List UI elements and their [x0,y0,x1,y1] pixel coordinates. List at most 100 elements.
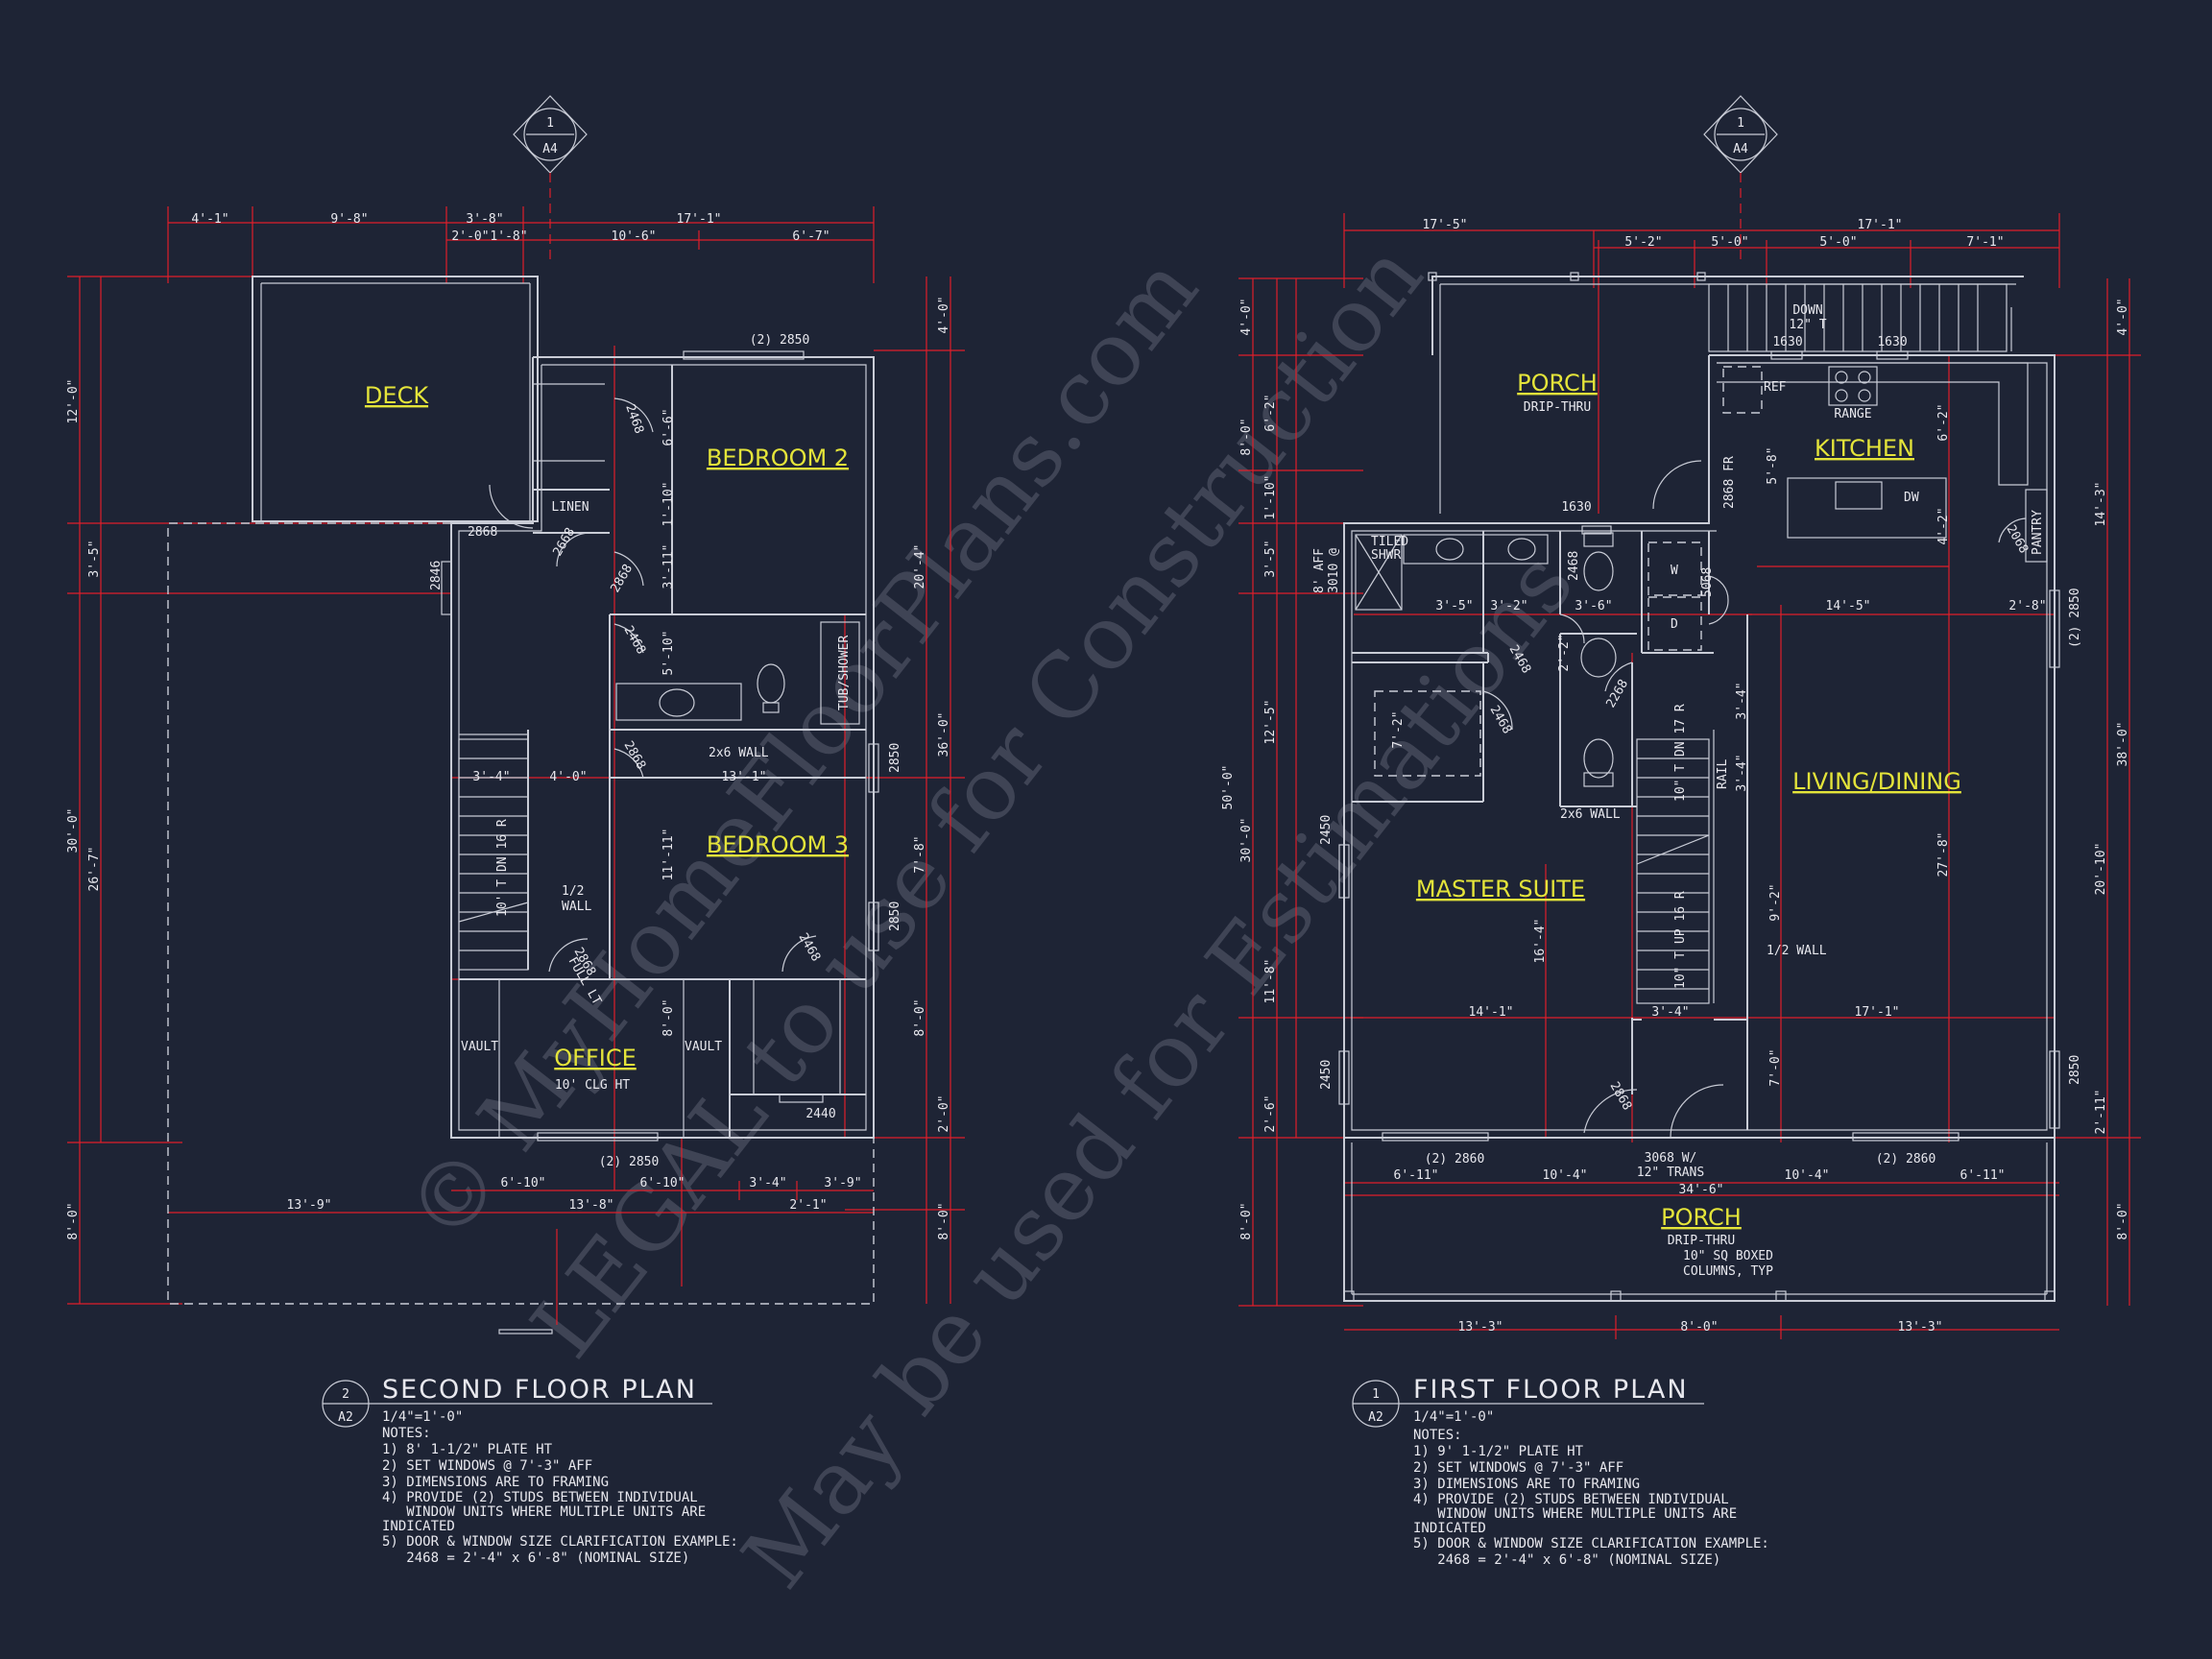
section-marker-sheet: A4 [1733,142,1748,156]
first-floor-plan: PORCH DRIP-THRU KITCHEN LIVING/DINING MA… [1221,213,2141,1568]
room-label-living-dining: LIVING/DINING [1792,768,1961,795]
note-line: WINDOW UNITS WHERE MULTIPLE UNITS ARE [1413,1506,1737,1522]
dim-text: 8'-0" [66,1202,81,1239]
dim-text: 26'-7" [87,847,102,892]
dim-text: 10'-4" [1785,1168,1830,1183]
dim-text: 8'-0" [661,998,676,1036]
note-line: 1) 8' 1-1/2" PLATE HT [382,1442,553,1457]
door-tag: 2868 FR [1722,456,1737,509]
dim-text: 16'-4" [1533,919,1548,964]
dim-text: 2'-11" [2094,1090,2108,1135]
dim-text: 2'-1" [789,1198,827,1213]
room-label-deck: DECK [365,382,429,409]
doors [1482,460,2027,1139]
drawing-number: 2 [342,1387,349,1402]
room-label-office: OFFICE [554,1045,637,1071]
dim-text: 6'-10" [640,1176,685,1190]
door-tag: 5068 [1700,567,1715,597]
dim-text: 2'-6" [1263,1094,1278,1132]
dim-text: 1'-10" [661,482,676,527]
room-label-bedroom-3: BEDROOM 3 [707,831,849,858]
tiled-shower-label: TILED [1371,535,1408,549]
dim-text: 6'-7" [792,229,830,244]
drawing-title: FIRST FLOOR PLAN [1413,1375,1689,1405]
drawing-sheet: A2 [1368,1410,1383,1425]
window-tag: 2846 [429,561,444,590]
exterior-walls [450,356,875,1139]
dim-text: 1'-10" [1263,475,1278,520]
washer-label: W [1671,564,1678,578]
dim-text: 30'-0" [1239,818,1254,863]
drawing-sheet: A2 [338,1410,353,1425]
section-marker-right: 1 A4 [1703,95,1778,259]
window-tag: (2) 2850 [750,333,810,348]
dimensions-right: 4'-0" 14'-3" 38'-0" 20'-10" 2'-11" 8'-0" [2094,298,2130,1239]
door-tag: 2468 [1567,551,1581,581]
dim-text: 10'-4" [1543,1168,1588,1183]
dim-text: 4'-0" [2116,298,2130,335]
dim-text: 6'-6" [661,408,676,445]
window-tag: 1630 [1561,500,1591,515]
window-aff-label-2: 3010 @ [1327,548,1341,593]
pantry-label: PANTRY [2031,510,2045,555]
dim-text: 3'-4" [1651,1005,1689,1020]
section-marker-number: 1 [546,116,554,131]
half-wall-label: 1/2 WALL [1767,944,1827,958]
stairs-up-label: 10" T UP 16 R [1673,891,1688,989]
dim-text: 5'-2" [1624,235,1662,250]
dim-text: 13'-1" [722,770,767,784]
door-tag: 2068 [2004,523,2032,557]
drawing-title: SECOND FLOOR PLAN [382,1375,697,1405]
dim-text: 50'-0" [1221,765,1236,810]
door-tag: 2868 [621,739,649,773]
tiled-shower-label-2: SHWR [1371,548,1401,563]
roof-below-dashed [167,522,875,1305]
interior-walls [459,365,866,1138]
window-tag: 1630 [1772,335,1802,349]
dim-text: 9'-8" [330,212,368,227]
dim-text: 14'-1" [1469,1005,1514,1020]
dim-text: 6'-10" [501,1176,546,1190]
dimensions-top: 17'-5" 17'-1" 5'-2" 5'-0" 5'-0" 7'-1" [1423,218,2005,250]
dim-text: 3'-5" [1435,599,1473,613]
dishwasher-label: DW [1904,491,1919,505]
dimensions-left: 12'-0" 3'-5" 30'-0" 26'-7" 8'-0" [66,379,102,1240]
dim-text: 2'-0" [937,1094,951,1132]
half-wall-label: 1/2 [562,884,584,899]
windows [441,350,879,1334]
dim-text: 3'-9" [824,1176,861,1190]
stairs [458,738,529,971]
dim-text: 3'-6" [1575,599,1612,613]
dim-text: 13'-3" [1458,1320,1503,1334]
dim-text: 3'-4" [472,770,510,784]
refrigerator-label: REF [1764,380,1787,395]
dim-text: 11'-11" [661,829,676,881]
dimensions-left: 4'-0" 8'-0" 6'-2" 1'-10" 3'-5" 30'-0" 12… [1221,298,1278,1239]
2x6-wall-label: 2x6 WALL [709,746,769,760]
dim-text: 3'-2" [1490,599,1527,613]
dimensions-inner: 3'-5" 3'-2" 3'-6" 14'-5" 2'-8" 5'-8" 6'-… [1391,403,2047,1086]
door-tag: 2868 [468,525,497,540]
interior-walls [1352,355,1748,1130]
dim-text: 14'-5" [1826,599,1871,613]
door-tag: 2440 [805,1107,835,1121]
dim-text: 7'-1" [1966,235,2004,250]
note-line: 4) PROVIDE (2) STUDS BETWEEN INDIVIDUAL [382,1490,698,1505]
bathroom-fixtures [615,621,860,725]
dim-text: 4'-0" [937,296,951,333]
bath-fixtures [1355,532,1617,787]
dim-text: 10'-6" [612,229,657,244]
drawing-number: 1 [1372,1387,1380,1402]
entry-door-label: 3068 W/ [1645,1151,1697,1166]
tub-shower-label: TUB/SHOWER [837,636,852,710]
dim-text: 6'-2" [1263,394,1278,431]
kitchen-fixtures [1717,362,2048,563]
down-label: DOWN [1792,303,1822,318]
dim-text: 17'-1" [1855,1005,1900,1020]
dim-text: 20'-10" [2094,843,2108,896]
doors [489,397,817,973]
dim-text: 6'-2" [1936,403,1951,441]
dim-text: 14'-3" [2094,482,2108,527]
note-line: 3) DIMENSIONS ARE TO FRAMING [382,1475,609,1490]
room-label-porch: PORCH [1517,370,1598,397]
